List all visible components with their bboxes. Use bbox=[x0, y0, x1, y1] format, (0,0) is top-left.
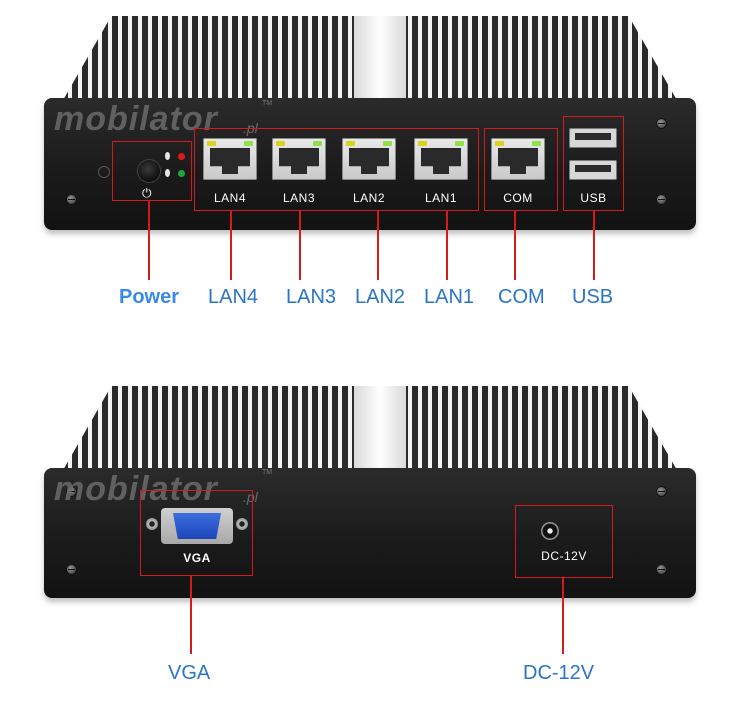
rear-panel bbox=[44, 468, 696, 598]
lan1-label: LAN1 bbox=[424, 191, 458, 205]
usb-port-lower[interactable] bbox=[569, 160, 617, 180]
screw-icon bbox=[656, 564, 667, 575]
callout-lan4: LAN4 bbox=[208, 286, 259, 308]
led-ring bbox=[98, 166, 110, 178]
vga-port[interactable] bbox=[161, 508, 233, 544]
vga-screw-left bbox=[146, 518, 158, 530]
led-dot bbox=[165, 152, 170, 160]
trademark-mark: TM bbox=[262, 469, 273, 476]
dc-jack-icon[interactable] bbox=[541, 522, 559, 540]
lan-ports-highlight-box bbox=[194, 128, 479, 211]
dc-highlight-box bbox=[515, 505, 613, 578]
vga-screw-right bbox=[236, 518, 248, 530]
brand-logo: mobilator bbox=[54, 100, 218, 138]
heatsink-fins-rear bbox=[62, 386, 678, 472]
brand-logo-suffix: .pl bbox=[243, 489, 258, 505]
power-highlight-box bbox=[112, 141, 192, 201]
led-indicator-green bbox=[178, 170, 185, 177]
usb-port-upper[interactable] bbox=[569, 128, 617, 148]
lan3-port[interactable] bbox=[272, 138, 326, 180]
usb-label: USB bbox=[580, 191, 607, 205]
power-button[interactable] bbox=[138, 160, 160, 182]
vga-highlight-box bbox=[140, 490, 253, 576]
callout-lan3: LAN3 bbox=[286, 286, 337, 308]
lan1-port[interactable] bbox=[414, 138, 468, 180]
com-label: COM bbox=[503, 191, 533, 205]
device-rear bbox=[40, 384, 700, 604]
lan2-port[interactable] bbox=[342, 138, 396, 180]
usb-callout-line bbox=[593, 211, 595, 280]
screw-icon bbox=[66, 194, 77, 205]
lan3-callout-line bbox=[299, 211, 301, 280]
callout-lan1: LAN1 bbox=[424, 286, 475, 308]
lan2-callout-line bbox=[377, 211, 379, 280]
heatsink-fins-front bbox=[62, 16, 678, 102]
callout-dc-12v: DC-12V bbox=[523, 662, 595, 684]
screw-icon bbox=[656, 194, 667, 205]
com-callout-line bbox=[514, 211, 516, 280]
vga-label: VGA bbox=[183, 551, 211, 565]
trademark-mark: TM bbox=[262, 100, 273, 107]
screw-icon bbox=[656, 118, 667, 129]
lan2-label: LAN2 bbox=[352, 191, 386, 205]
dc-callout-line bbox=[562, 578, 564, 654]
power-icon: ⏻ bbox=[142, 186, 152, 200]
lan4-callout-line bbox=[230, 211, 232, 280]
screw-icon bbox=[656, 486, 667, 497]
callout-com: COM bbox=[498, 286, 545, 308]
vga-callout-line bbox=[190, 576, 192, 654]
led-indicator-red bbox=[178, 153, 185, 160]
screw-icon bbox=[66, 486, 77, 497]
usb-highlight-box bbox=[563, 116, 624, 211]
lan3-label: LAN3 bbox=[282, 191, 316, 205]
callout-vga: VGA bbox=[168, 662, 211, 684]
brand-logo: mobilator bbox=[54, 470, 218, 508]
lan4-label: LAN4 bbox=[213, 191, 247, 205]
dc-label: DC-12V bbox=[541, 549, 587, 563]
lan4-port[interactable] bbox=[203, 138, 257, 180]
com-highlight-box bbox=[484, 128, 558, 211]
com-port[interactable] bbox=[491, 138, 545, 180]
screw-icon bbox=[66, 564, 77, 575]
callout-lan2: LAN2 bbox=[355, 286, 406, 308]
power-callout-line bbox=[148, 201, 150, 280]
lan1-callout-line bbox=[446, 211, 448, 280]
led-dot bbox=[165, 169, 170, 177]
callout-usb: USB bbox=[572, 286, 614, 308]
callout-power: Power bbox=[119, 286, 180, 308]
